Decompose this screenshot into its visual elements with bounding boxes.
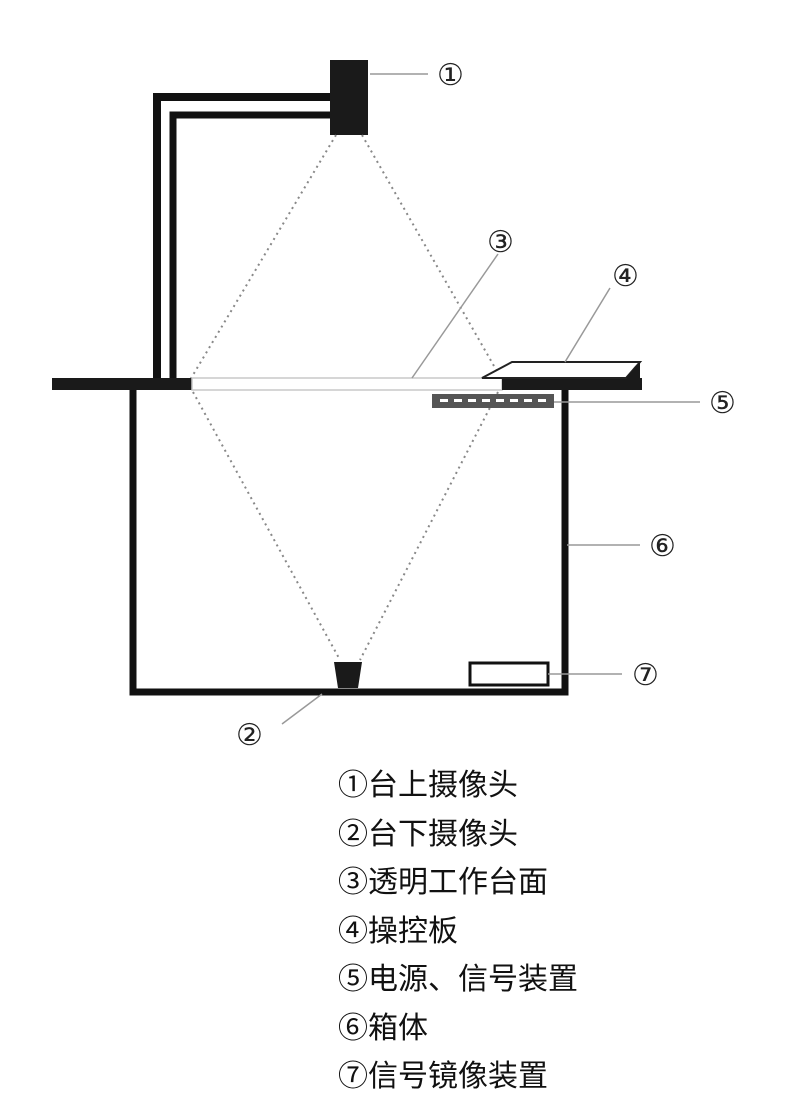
legend-item-cabinet: ⑥箱体: [338, 1010, 428, 1046]
legend-item-control-panel: ④操控板: [338, 913, 458, 949]
callout-5: ⑤: [709, 386, 736, 421]
table-top-right: [502, 378, 642, 390]
bottom-camera: [334, 662, 362, 688]
control-panel: [481, 361, 643, 379]
legend-item-work-surface: ③透明工作台面: [338, 865, 548, 900]
legend: ①台上摄像头 ②台下摄像头 ③透明工作台面 ④操控板 ⑤电源、信号装置 ⑥箱体 …: [338, 762, 578, 1102]
bottom-camera-view-cone: [192, 391, 499, 661]
leader-lines: [281, 73, 700, 725]
cabinet: [129, 390, 569, 696]
legend-item-power-signal: ⑤电源、信号装置: [338, 962, 578, 997]
apparatus-diagram: ① ② ③ ④ ⑤ ⑥ ⑦: [52, 58, 736, 753]
top-camera: [330, 60, 368, 135]
signal-mirroring-device: [468, 661, 550, 687]
camera-stand-arm: [153, 93, 330, 380]
legend-item-top-camera: ①台上摄像头: [338, 768, 518, 803]
callout-3: ③: [487, 225, 514, 260]
top-camera-view-cone: [189, 134, 503, 381]
power-signal-device: [432, 394, 554, 408]
callout-1: ①: [437, 58, 464, 93]
callout-6: ⑥: [649, 529, 676, 564]
callout-7: ⑦: [632, 658, 659, 693]
legend-item-signal-mirroring: ⑦信号镜像装置: [338, 1059, 548, 1094]
callout-2: ②: [236, 718, 263, 753]
table-top-left: [52, 378, 192, 390]
power-signal-device-slots: [440, 399, 546, 402]
camera-stand-arm-inner: [169, 111, 330, 380]
callout-4: ④: [612, 259, 639, 294]
legend-item-bottom-camera: ②台下摄像头: [338, 816, 518, 852]
transparent-work-surface: [191, 377, 503, 391]
control-panel-edge: [626, 362, 640, 378]
